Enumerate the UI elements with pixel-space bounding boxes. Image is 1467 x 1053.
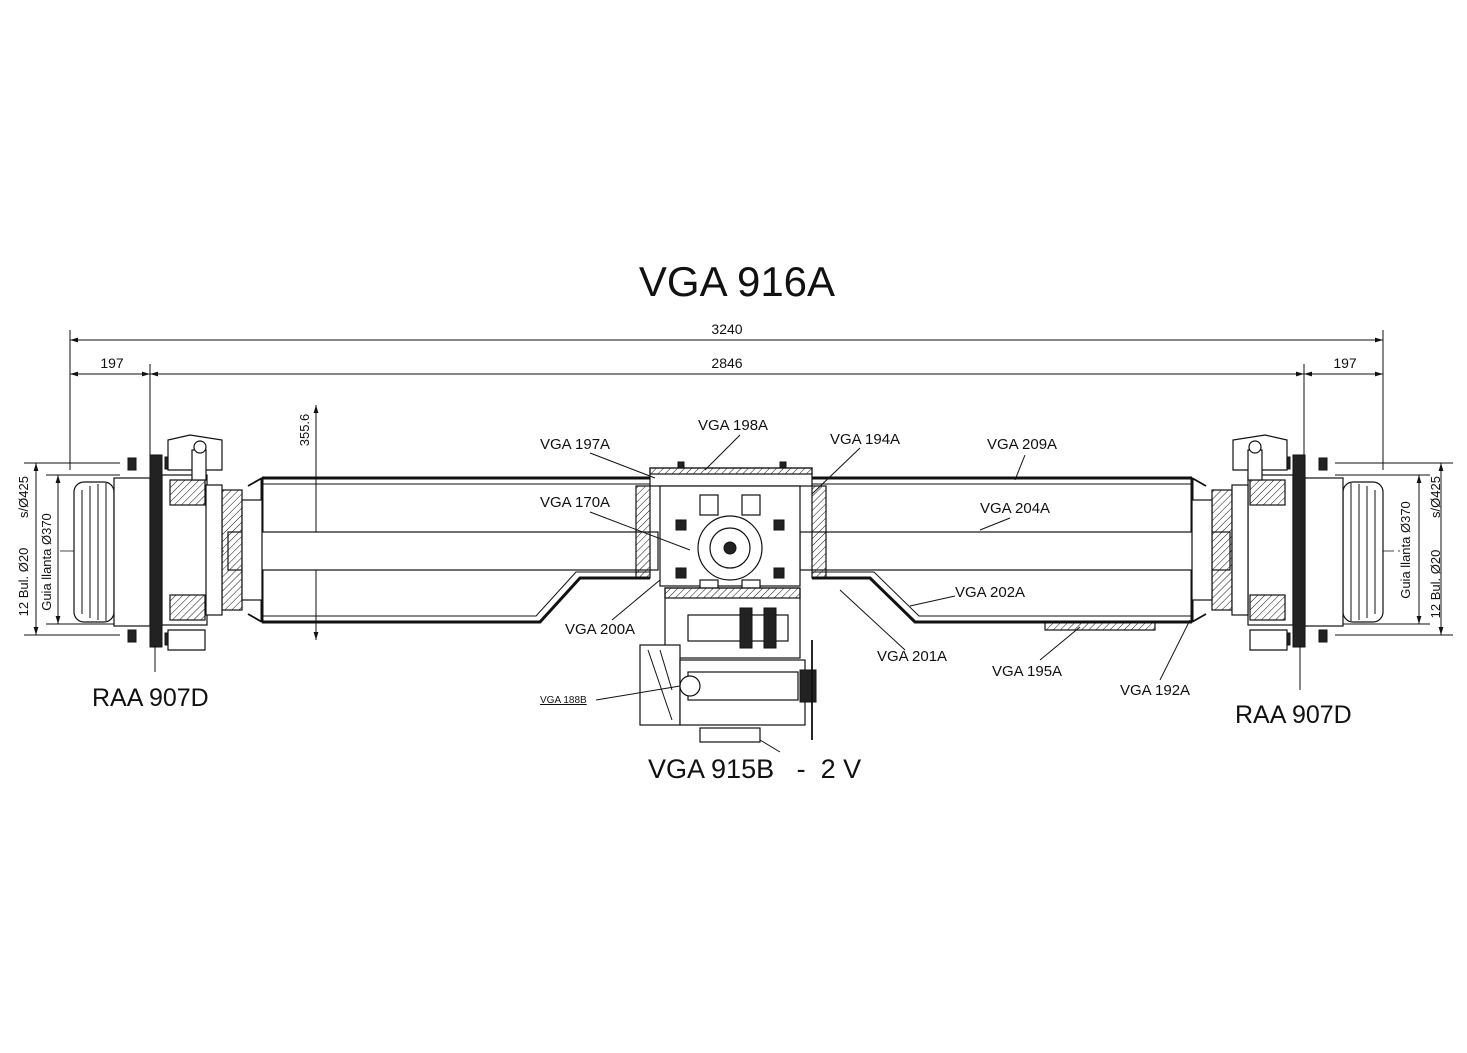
housing-flange-right bbox=[1191, 489, 1233, 611]
half-shaft-right bbox=[799, 531, 1231, 571]
differential-carrier bbox=[635, 485, 827, 601]
hub-right bbox=[1231, 434, 1384, 651]
differential-cover bbox=[649, 461, 813, 487]
part-label-209: VGA 209A bbox=[987, 436, 1057, 453]
part-label-200: VGA 200A bbox=[565, 621, 635, 638]
part-195-strip bbox=[1044, 621, 1156, 631]
gearbox-label: VGA 915B - 2 V bbox=[648, 754, 861, 784]
part-label-202: VGA 202A bbox=[955, 584, 1025, 601]
hub-label-left: RAA 907D bbox=[92, 684, 209, 712]
right-vertical-dimensions: Guia llanta Ø370 s/Ø425 12 Bul. Ø20 bbox=[1335, 462, 1453, 636]
hub-label-right: RAA 907D bbox=[1235, 701, 1352, 729]
part-label-204: VGA 204A bbox=[980, 500, 1050, 517]
hub-left bbox=[73, 434, 223, 651]
dimension-track: 2846 bbox=[149, 355, 1305, 460]
left-diameter-dimension: s/Ø425 bbox=[16, 476, 31, 518]
left-vertical-dimensions: 12 Bul. Ø20 Guia llanta Ø370 s/Ø425 bbox=[16, 462, 120, 636]
part-label-188: VGA 188B bbox=[540, 695, 587, 706]
dimension-left-offset-text: 197 bbox=[100, 355, 124, 371]
dimension-height-text: 355.6 bbox=[297, 414, 312, 447]
dimension-height: 355.6 bbox=[297, 405, 319, 640]
dimension-overall-text: 3240 bbox=[711, 321, 742, 337]
part-label-170: VGA 170A bbox=[540, 494, 610, 511]
dimension-right-offset-text: 197 bbox=[1333, 355, 1357, 371]
dimension-track-text: 2846 bbox=[711, 355, 742, 371]
gearbox bbox=[639, 587, 817, 743]
housing-flange-left bbox=[221, 489, 263, 611]
drawing-title: VGA 916A bbox=[639, 258, 835, 305]
part-label-192: VGA 192A bbox=[1120, 682, 1190, 699]
left-bolt-dimension: 12 Bul. Ø20 bbox=[16, 548, 31, 617]
leader-lines bbox=[154, 434, 1301, 753]
dimension-left-offset: 197 bbox=[70, 355, 150, 377]
right-bolt-dimension: 12 Bul. Ø20 bbox=[1428, 550, 1443, 619]
part-label-195: VGA 195A bbox=[992, 663, 1062, 680]
part-label-198: VGA 198A bbox=[698, 417, 768, 434]
part-label-194: VGA 194A bbox=[830, 431, 900, 448]
dimension-overall: 3240 bbox=[69, 321, 1384, 470]
dimension-right-offset: 197 bbox=[1304, 355, 1383, 377]
half-shaft-left bbox=[227, 531, 659, 571]
right-rim-guide-dimension: Guia llanta Ø370 bbox=[1398, 501, 1413, 599]
part-label-201: VGA 201A bbox=[877, 648, 947, 665]
left-rim-guide-dimension: Guia llanta Ø370 bbox=[39, 513, 54, 611]
right-diameter-dimension: s/Ø425 bbox=[1428, 476, 1443, 518]
part-label-197: VGA 197A bbox=[540, 436, 610, 453]
